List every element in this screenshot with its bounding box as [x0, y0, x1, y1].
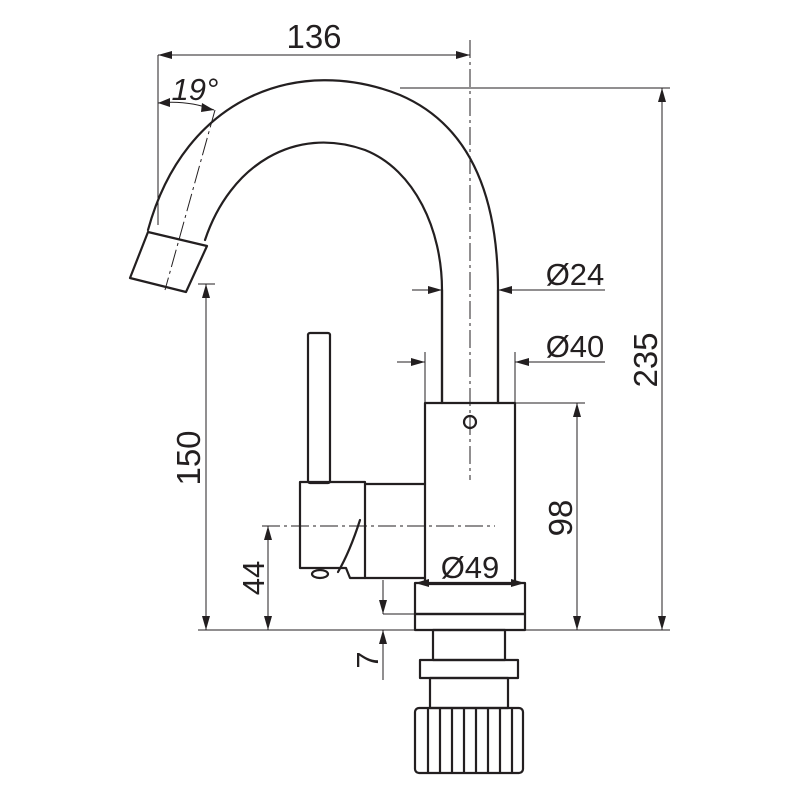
- dimension-lever-axis-height: 44: [236, 526, 272, 630]
- dim-label-base-ring: 7: [350, 651, 385, 668]
- dim-label-base-diameter: Ø49: [441, 550, 500, 585]
- dimension-body-height: 98: [515, 402, 585, 630]
- mounting-stud: [431, 628, 507, 662]
- spout-inner-arc: [203, 141, 444, 404]
- dim-label-angle: 19°: [172, 72, 219, 107]
- center-lines: [164, 40, 495, 527]
- dim-label-lever-axis: 44: [236, 561, 271, 595]
- dim-label-body-height: 98: [542, 500, 579, 537]
- spout-aerator: [128, 230, 209, 294]
- dimension-spout-reach: 136: [157, 18, 470, 225]
- knurled-nut-ridges: [426, 708, 514, 773]
- faucet-outline: [128, 79, 670, 775]
- dimension-total-height: 235: [400, 87, 670, 630]
- lever-housing: [298, 480, 367, 580]
- mounting-neck: [428, 676, 510, 710]
- dimension-base-diameter: Ø49: [415, 550, 525, 587]
- knurled-nut: [413, 706, 525, 775]
- dimension-spout-angle: 19°: [157, 72, 219, 112]
- mounting-washer: [418, 658, 520, 680]
- dim-label-tube-diameter: Ø24: [546, 257, 605, 292]
- dim-label-total-height: 235: [627, 332, 664, 387]
- spout-axis-line: [164, 109, 216, 291]
- lever-pivot-nub: [310, 568, 330, 580]
- dimension-outlet-height: 150: [170, 283, 215, 630]
- dim-label-body-diameter: Ø40: [546, 329, 605, 364]
- base-flange: [413, 612, 527, 632]
- spout-outer-arc: [146, 79, 500, 404]
- dim-label-outlet-height: 150: [170, 430, 207, 485]
- dimension-body-top-diameter: Ø40: [397, 329, 605, 403]
- lever-cam-curve: [336, 518, 362, 574]
- base-ring: [413, 581, 527, 616]
- dimension-spout-tube-diameter: Ø24: [412, 257, 605, 294]
- dimension-base-ring: 7: [350, 580, 415, 680]
- dim-label-reach: 136: [286, 18, 341, 55]
- lever-handle: [306, 331, 332, 485]
